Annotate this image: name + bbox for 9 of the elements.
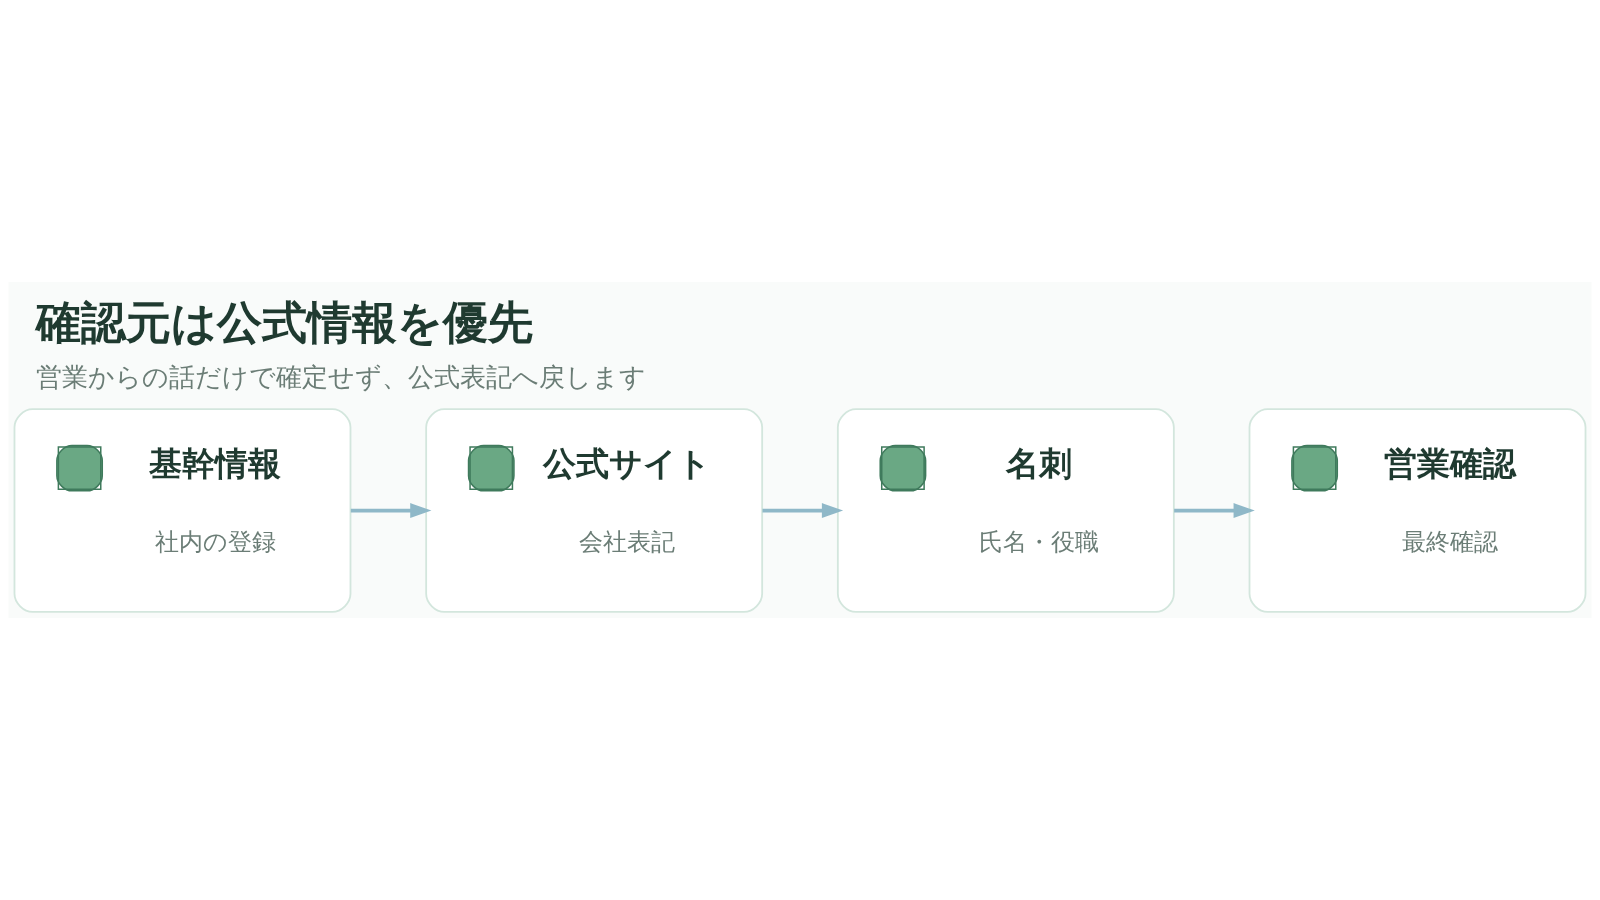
node-box: 基幹情報 社内の登録 (13, 408, 352, 613)
node-box: 名刺 氏名・役職 (836, 408, 1175, 613)
arrow (1174, 503, 1255, 518)
caption: 営業からの話だけで確定せず、公式表記へ戻します (36, 361, 647, 392)
diagram-title: 確認元は公式情報を優先 (36, 296, 534, 349)
arrow (762, 503, 844, 518)
arrow (350, 503, 432, 518)
node-box: 公式サイト 会社表記 (425, 408, 764, 613)
node-box: 営業確認 最終確認 (1248, 408, 1587, 613)
